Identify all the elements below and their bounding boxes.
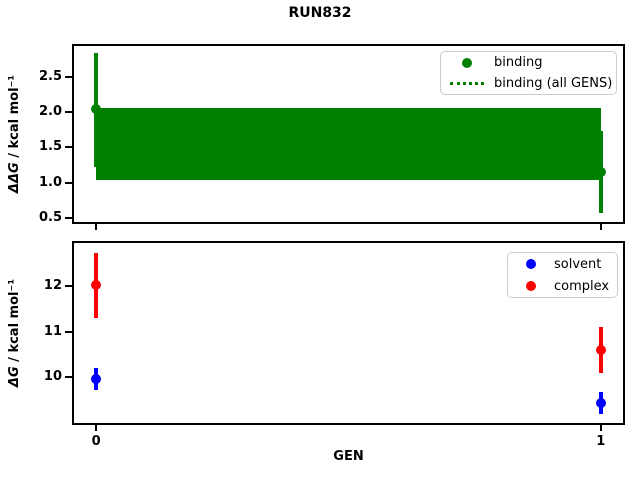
y-tick-mark: [65, 285, 72, 288]
legend-handle: [449, 82, 485, 85]
solvent-marker-icon: [525, 259, 536, 269]
binding-marker-icon: [462, 57, 472, 68]
legend-handle: [449, 57, 485, 68]
data-point-binding: [91, 104, 102, 115]
y-tick-label: 1.0: [38, 174, 62, 190]
legend-label-solvent: solvent: [554, 256, 602, 272]
data-point-complex: [595, 345, 606, 356]
legend-label-binding-all-gens: binding (all GENS): [494, 76, 613, 91]
y-tick-mark: [65, 376, 72, 379]
bottom-plot-frame: [72, 241, 625, 425]
legend-handle: [517, 281, 544, 291]
x-tick-label: 0: [91, 434, 101, 449]
y-tick-label: 12: [43, 278, 62, 294]
uncertainty-band-binding-all-gens: [96, 107, 601, 180]
legend-label-binding: binding: [494, 55, 543, 70]
legend-entry-binding-all-gens: binding (all GENS): [449, 73, 616, 94]
y-tick-label: 2.0: [38, 104, 62, 120]
y-tick-mark: [65, 330, 72, 333]
legend-entry-binding: binding: [449, 52, 616, 73]
top-plot-frame: [72, 44, 625, 224]
x-tick-mark: [599, 425, 602, 431]
y-tick-mark: [65, 181, 72, 184]
legend-entry-solvent: solvent: [517, 253, 617, 275]
y-tick-mark: [65, 216, 72, 219]
y-tick-label: 11: [43, 323, 62, 339]
y-tick-label: 10: [43, 369, 62, 385]
legend-top: binding binding (all GENS): [440, 51, 617, 95]
data-point-solvent: [91, 373, 102, 384]
data-point-complex: [91, 279, 102, 290]
y-tick-label: 0.5: [38, 209, 62, 225]
x-tick-mark: [599, 224, 602, 230]
dotted-line-icon: [450, 82, 484, 85]
data-point-solvent: [595, 397, 606, 408]
legend-label-complex: complex: [554, 278, 610, 294]
legend-bottom: solvent complex: [507, 252, 618, 298]
y-tick-mark: [65, 111, 72, 114]
data-point-binding: [595, 167, 606, 178]
y-tick-mark: [65, 75, 72, 78]
legend-entry-complex: complex: [517, 275, 617, 297]
complex-marker-icon: [525, 281, 536, 291]
y-tick-mark: [65, 146, 72, 149]
x-axis-label: GEN: [333, 449, 364, 464]
y-tick-label: 1.5: [38, 139, 62, 155]
x-tick-mark: [95, 425, 98, 431]
legend-handle: [517, 259, 544, 269]
x-tick-mark: [95, 224, 98, 230]
x-tick-label: 1: [596, 434, 606, 449]
y-tick-label: 2.5: [38, 68, 62, 84]
chart-title: RUN832: [288, 5, 352, 21]
